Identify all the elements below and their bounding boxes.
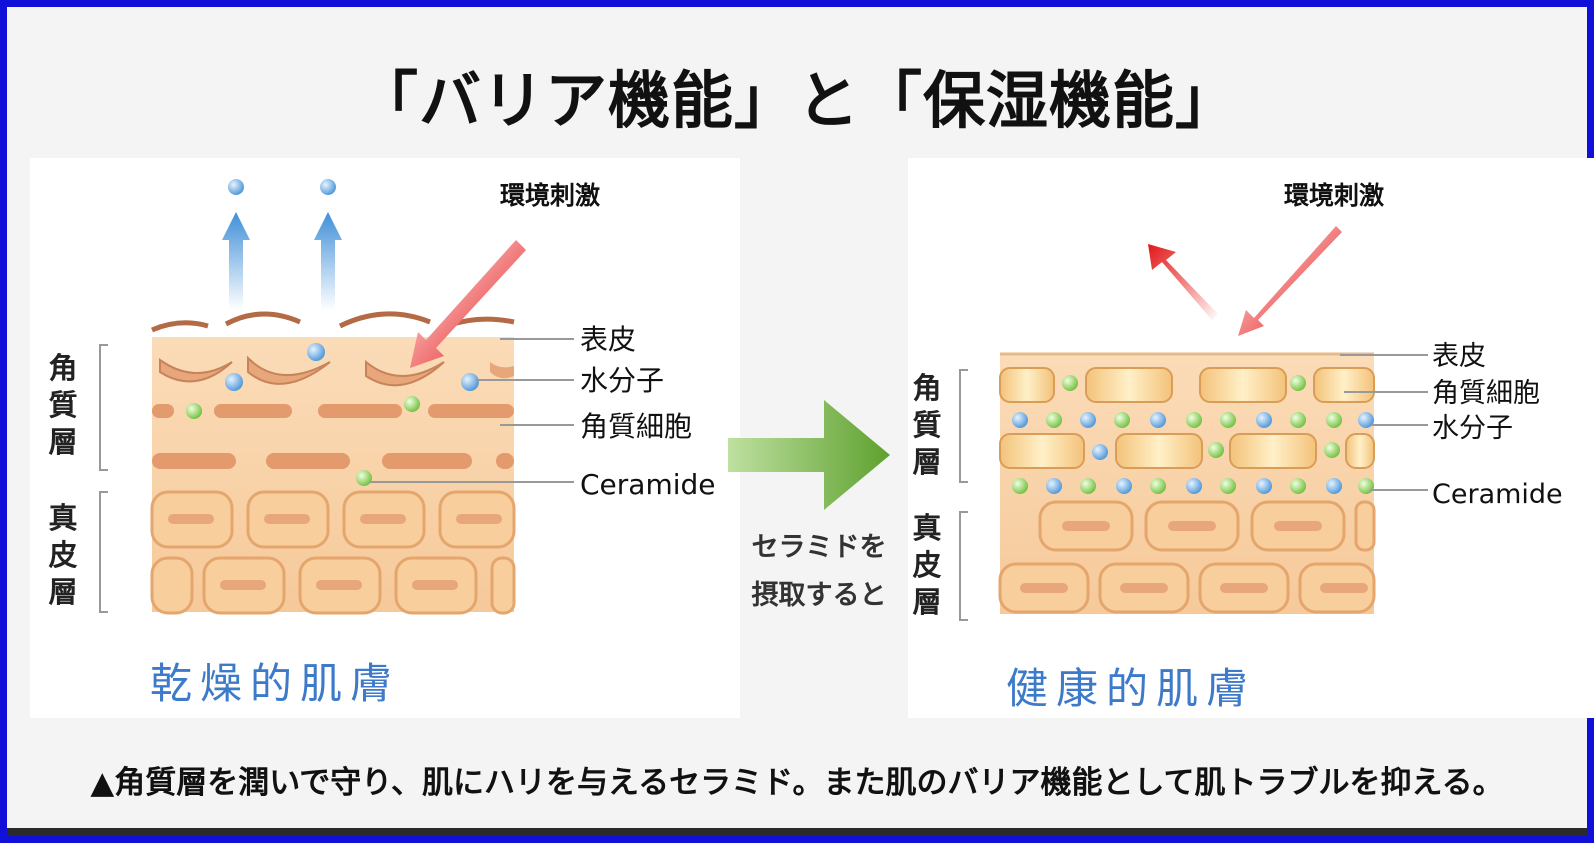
- left-label-water: 水分子: [580, 364, 664, 397]
- layer-char: 皮: [912, 548, 942, 582]
- up-arrow-icon: [222, 212, 250, 310]
- right-brackets: [959, 369, 968, 621]
- left-label-corneocyte: 角質細胞: [580, 410, 692, 443]
- corneocyte-row-gold-1: [999, 367, 1375, 403]
- page-title: 「バリア機能」と「保湿機能」: [355, 64, 1238, 137]
- corneocyte-row-gold-2: [999, 433, 1375, 469]
- right-stimulus-label: 環境刺激: [1284, 181, 1384, 210]
- reflected-arrow-icon: [1148, 244, 1218, 320]
- stimulus-arrow-icon: [1238, 226, 1342, 336]
- layer-char: 層: [912, 445, 942, 479]
- layer-char: 層: [48, 425, 78, 459]
- stimulus-arrow-icon: [410, 240, 526, 368]
- layer-char: 層: [48, 575, 78, 609]
- layer-char: 皮: [48, 538, 78, 572]
- healthy-skin-title: 健康的肌膚: [1006, 664, 1257, 713]
- right-layer-stratum-corneum: 角 質 層: [910, 370, 944, 481]
- transition-arrow-icon: [728, 400, 890, 510]
- right-leader-lines: [1340, 354, 1428, 491]
- right-label-water: 水分子: [1432, 413, 1513, 444]
- left-layer-stratum-corneum: 角 質 層: [46, 350, 80, 461]
- left-leader-lines: [370, 338, 574, 483]
- dermis-cells-right: [998, 500, 1376, 614]
- transition-text: セラミドを 摂取すると: [744, 524, 894, 620]
- evaporation-arrows: [222, 179, 342, 310]
- layer-char: 真: [48, 501, 78, 535]
- right-label-epidermis: 表皮: [1432, 341, 1486, 372]
- left-label-epidermis: 表皮: [580, 323, 636, 356]
- water-molecule: [228, 179, 244, 195]
- layer-char: 質: [912, 408, 942, 442]
- left-brackets: [99, 344, 108, 613]
- caption: ▲角質層を潤いで守り、肌にハリを与えるセラミド。また肌のバリア機能として肌トラブ…: [90, 765, 1504, 801]
- dermis-cells-left: [150, 490, 516, 615]
- layer-char: 質: [48, 388, 78, 422]
- right-layer-dermis: 真 皮 層: [910, 510, 944, 621]
- transition-line-2: 摂取すると: [751, 580, 887, 611]
- layer-char: 角: [912, 371, 942, 405]
- bottom-rule: [7, 828, 1587, 836]
- corneocyte-row-2: [152, 404, 514, 418]
- right-label-corneocyte: 角質細胞: [1432, 378, 1540, 409]
- dry-skin-title: 乾燥的肌膚: [150, 659, 401, 708]
- layer-char: 真: [912, 511, 942, 545]
- left-label-ceramide: Ceramide: [580, 468, 716, 501]
- left-molecules: [186, 343, 479, 486]
- water-molecule: [320, 179, 336, 195]
- left-stimulus-label: 環境刺激: [500, 181, 600, 210]
- right-label-ceramide: Ceramide: [1432, 479, 1563, 510]
- layer-char: 層: [912, 585, 942, 619]
- corneocyte-row-1: [159, 355, 514, 387]
- up-arrow-icon: [314, 212, 342, 310]
- left-layer-dermis: 真 皮 層: [46, 500, 80, 611]
- right-molecules: [1012, 375, 1374, 494]
- layer-char: 角: [48, 351, 78, 385]
- transition-line-1: セラミドを: [751, 532, 887, 563]
- corneocyte-row-3: [152, 453, 514, 469]
